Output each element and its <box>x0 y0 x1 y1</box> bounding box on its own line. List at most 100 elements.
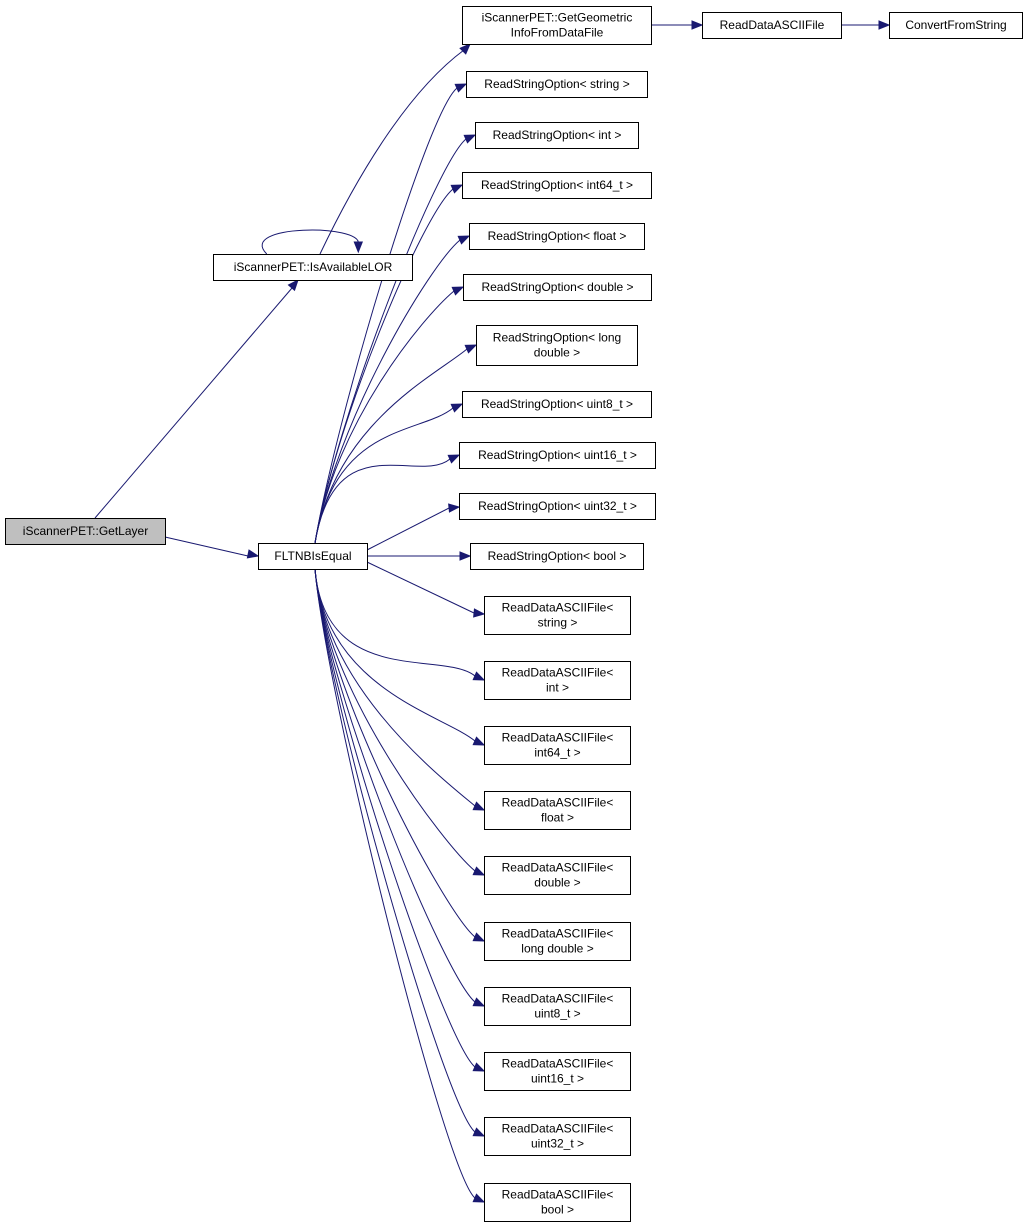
node-label-line: uint8_t > <box>534 1007 580 1021</box>
node-rso-double[interactable]: ReadStringOption< double > <box>463 274 652 301</box>
node-label-line: uint16_t > <box>531 1072 584 1086</box>
edge-fltnb-is-equal-to-rdaf-uint8-arrowhead <box>472 997 486 1007</box>
node-label-line: InfoFromDataFile <box>511 26 604 40</box>
node-label-line: iScannerPET::IsAvailableLOR <box>234 260 393 274</box>
node-box <box>484 856 631 895</box>
node-box <box>462 6 652 45</box>
node-label-line: iScannerPET::GetGeometric <box>482 11 633 25</box>
node-rdaf-int[interactable]: ReadDataASCIIFile<int > <box>484 661 631 700</box>
edge-fltnb-is-equal-to-rdaf-bool-arrowhead <box>472 1193 486 1203</box>
node-rso-int[interactable]: ReadStringOption< int > <box>475 122 639 149</box>
edge-fltnb-is-equal-to-rdaf-float <box>314 568 476 807</box>
node-label-line: ReadDataASCIIFile< <box>502 1057 614 1071</box>
node-label-line: ReadStringOption< float > <box>488 229 627 243</box>
node-box <box>484 922 631 961</box>
node-label-line: ReadDataASCIIFile< <box>502 601 614 615</box>
node-box <box>463 274 652 301</box>
nodes-layer: iScannerPET::GetLayer iScannerPET::IsAvai… <box>5 6 1023 1222</box>
edge-fltnb-is-equal-to-rdaf-uint16 <box>314 568 476 1068</box>
node-rdaf-uint8[interactable]: ReadDataASCIIFile<uint8_t > <box>484 987 631 1026</box>
node-label-line: long double > <box>521 942 593 956</box>
node-label-line: ReadStringOption< double > <box>481 280 633 294</box>
node-rso-string[interactable]: ReadStringOption< string > <box>466 71 648 98</box>
edge-fltnb-is-equal-to-rdaf-long-double-arrowhead <box>472 932 486 942</box>
edge-fltnb-is-equal-to-rso-uint32-arrowhead <box>448 503 461 513</box>
edge-fltnb-is-equal-to-rdaf-int64 <box>314 568 476 742</box>
edge-get-layer-to-is-available-lor-arrowhead <box>287 278 299 292</box>
node-is-available-lor[interactable]: iScannerPET::IsAvailableLOR <box>213 254 413 281</box>
edge-fltnb-is-equal-to-rso-bool-arrowhead <box>459 551 472 561</box>
edge-fltnb-is-equal-to-rso-string-arrowhead <box>454 83 468 93</box>
edge-fltnb-is-equal-to-rso-int64-arrowhead <box>450 184 464 194</box>
edge-fltnb-is-equal-to-rso-uint16-arrowhead <box>447 454 461 464</box>
node-label-line: ReadDataASCIIFile< <box>502 861 614 875</box>
node-label-line: ReadDataASCIIFile< <box>502 1188 614 1202</box>
node-box <box>213 254 413 281</box>
node-label-line: int > <box>546 681 569 695</box>
node-rso-uint16[interactable]: ReadStringOption< uint16_t > <box>459 442 656 469</box>
edge-fltnb-is-equal-to-rso-double-arrowhead <box>451 286 465 296</box>
node-rdaf-uint16[interactable]: ReadDataASCIIFile<uint16_t > <box>484 1052 631 1091</box>
node-convert-from-string[interactable]: ConvertFromString <box>889 12 1023 39</box>
edge-fltnb-is-equal-to-rso-int-arrowhead <box>463 134 477 144</box>
edge-fltnb-is-equal-to-rdaf-uint32-arrowhead <box>472 1127 486 1137</box>
edge-fltnb-is-equal-to-rdaf-uint8 <box>314 568 476 1003</box>
node-rso-bool[interactable]: ReadStringOption< bool > <box>470 543 644 570</box>
edge-fltnb-is-equal-to-rdaf-bool <box>314 568 476 1199</box>
node-box <box>469 223 645 250</box>
node-label-line: ReadStringOption< uint8_t > <box>481 397 633 411</box>
node-box <box>484 791 631 830</box>
node-box <box>484 1117 631 1156</box>
node-box <box>258 543 368 570</box>
node-label-line: ReadDataASCIIFile <box>720 18 825 32</box>
edge-is-available-lor-to-get-geometric-info-arrowhead <box>459 43 471 55</box>
node-rdaf-int64[interactable]: ReadDataASCIIFile<int64_t > <box>484 726 631 765</box>
edge-is-available-lor-to-is-available-lor-arrowhead <box>353 241 364 254</box>
node-label-line: double > <box>534 346 580 360</box>
edge-fltnb-is-equal-to-rso-float-arrowhead <box>457 235 471 245</box>
edge-get-layer-to-is-available-lor <box>94 287 293 519</box>
edge-fltnb-is-equal-to-rdaf-uint16-arrowhead <box>472 1062 486 1072</box>
edge-fltnb-is-equal-to-rso-long-double <box>314 348 468 544</box>
node-get-geometric-info[interactable]: iScannerPET::GetGeometricInfoFromDataFil… <box>462 6 652 45</box>
node-read-data-ascii-file[interactable]: ReadDataASCIIFile <box>702 12 842 39</box>
node-box <box>470 543 644 570</box>
node-label-line: ReadDataASCIIFile< <box>502 1122 614 1136</box>
node-box <box>466 71 648 98</box>
edge-get-geometric-info-to-read-data-ascii-file-arrowhead <box>691 20 704 30</box>
node-rdaf-bool[interactable]: ReadDataASCIIFile<bool > <box>484 1183 631 1222</box>
node-rso-uint32[interactable]: ReadStringOption< uint32_t > <box>459 493 656 520</box>
edge-fltnb-is-equal-to-rdaf-long-double <box>314 568 476 938</box>
node-rdaf-long-double[interactable]: ReadDataASCIIFile<long double > <box>484 922 631 961</box>
node-label-line: double > <box>534 876 580 890</box>
edge-fltnb-is-equal-to-rdaf-double <box>314 568 476 872</box>
node-label-line: string > <box>538 616 578 630</box>
node-rso-uint8[interactable]: ReadStringOption< uint8_t > <box>462 391 652 418</box>
node-fltnb-is-equal[interactable]: FLTNBIsEqual <box>258 543 368 570</box>
edge-fltnb-is-equal-to-rso-uint8 <box>314 407 454 544</box>
node-box <box>484 726 631 765</box>
node-rdaf-string[interactable]: ReadDataASCIIFile<string > <box>484 596 631 635</box>
node-label-line: ReadDataASCIIFile< <box>502 796 614 810</box>
node-label-line: uint32_t > <box>531 1137 584 1151</box>
edge-fltnb-is-equal-to-rso-float <box>314 239 461 544</box>
node-box <box>459 493 656 520</box>
node-rdaf-float[interactable]: ReadDataASCIIFile<float > <box>484 791 631 830</box>
node-label-line: FLTNBIsEqual <box>274 549 351 563</box>
node-box <box>702 12 842 39</box>
node-box <box>484 596 631 635</box>
node-rso-float[interactable]: ReadStringOption< float > <box>469 223 645 250</box>
edge-fltnb-is-equal-to-rso-uint8-arrowhead <box>450 403 464 413</box>
edges-layer <box>94 20 891 1203</box>
node-rso-int64[interactable]: ReadStringOption< int64_t > <box>462 172 652 199</box>
node-label-line: ReadDataASCIIFile< <box>502 992 614 1006</box>
node-label-line: float > <box>541 811 574 825</box>
node-get-layer[interactable]: iScannerPET::GetLayer <box>5 518 166 545</box>
edge-fltnb-is-equal-to-rso-long-double-arrowhead <box>464 344 478 354</box>
edge-is-available-lor-to-is-available-lor <box>262 229 359 255</box>
edge-is-available-lor-to-get-geometric-info <box>319 49 465 255</box>
node-rdaf-double[interactable]: ReadDataASCIIFile<double > <box>484 856 631 895</box>
node-rdaf-uint32[interactable]: ReadDataASCIIFile<uint32_t > <box>484 1117 631 1156</box>
edge-get-layer-to-fltnb-is-equal-arrowhead <box>246 549 260 559</box>
